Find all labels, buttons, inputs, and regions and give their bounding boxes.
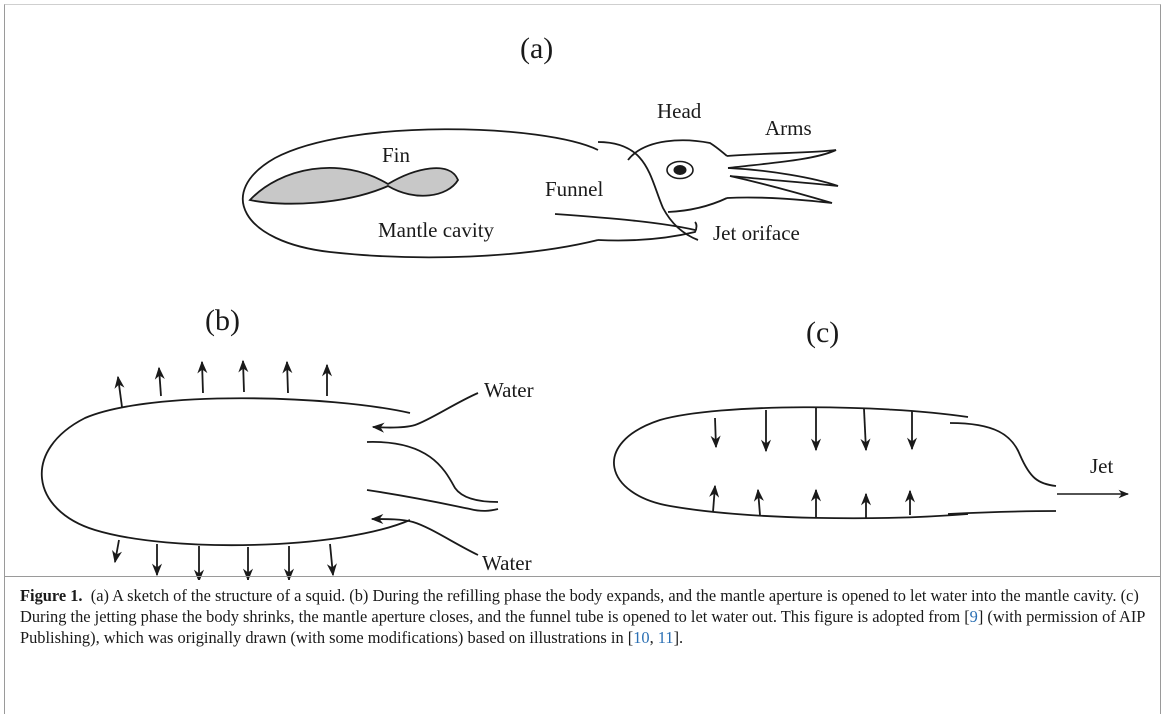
squid-figure: (a) Head Arms Fin Funnel Mantle cavity J… (0, 0, 1167, 580)
panel-b: (b) Water Water (42, 304, 534, 580)
arrow-out (287, 362, 288, 393)
label-jet: Jet (1090, 454, 1113, 478)
caption-separator: , (650, 628, 658, 647)
arrow-out (115, 540, 119, 562)
caption-divider (4, 576, 1161, 577)
arrow-out (243, 361, 244, 392)
funnel-upper (950, 423, 1056, 486)
panel-c: (c) Jet (614, 316, 1128, 518)
label-jet-oriface: Jet oriface (713, 221, 800, 245)
head-lower (668, 198, 727, 212)
water-arrow-bottom (372, 519, 478, 555)
arrow-in (758, 490, 760, 515)
caption-text-3: ]. (674, 628, 684, 647)
caption-figure-label: Figure 1. (20, 586, 83, 605)
citation-link-10[interactable]: 10 (633, 628, 649, 647)
arrow-out (159, 368, 161, 396)
body-contracted (614, 407, 968, 518)
label-arms: Arms (765, 116, 812, 140)
water-arrow-top (373, 393, 478, 428)
panel-c-label: (c) (806, 316, 839, 349)
arrow-out (202, 362, 203, 393)
arrow-in (715, 418, 716, 447)
panel-b-label: (b) (205, 304, 240, 337)
figure-caption: Figure 1. (a) A sketch of the structure … (20, 585, 1150, 648)
citation-link-11[interactable]: 11 (658, 628, 674, 647)
panel-a-label: (a) (520, 32, 553, 65)
arrow-in (713, 486, 715, 512)
label-fin: Fin (382, 143, 411, 167)
arrow-out (330, 544, 333, 575)
arrow-in (864, 409, 866, 450)
eye-pupil (674, 165, 687, 175)
arrow-out (118, 377, 122, 407)
label-mantle-cavity: Mantle cavity (378, 218, 495, 242)
funnel-lower (948, 511, 1056, 514)
label-water-bottom: Water (482, 551, 532, 575)
label-funnel: Funnel (545, 177, 604, 201)
label-head: Head (657, 99, 702, 123)
label-water-top: Water (484, 378, 534, 402)
funnel-lower (555, 214, 695, 230)
arm-1 (727, 150, 836, 168)
arm-2 (728, 168, 838, 186)
panel-a: (a) Head Arms Fin Funnel Mantle cavity J… (243, 32, 838, 257)
head-outline (628, 140, 727, 160)
funnel (598, 142, 698, 240)
fin (250, 168, 458, 204)
body-expanded (42, 398, 410, 545)
citation-link-9[interactable]: 9 (970, 607, 978, 626)
